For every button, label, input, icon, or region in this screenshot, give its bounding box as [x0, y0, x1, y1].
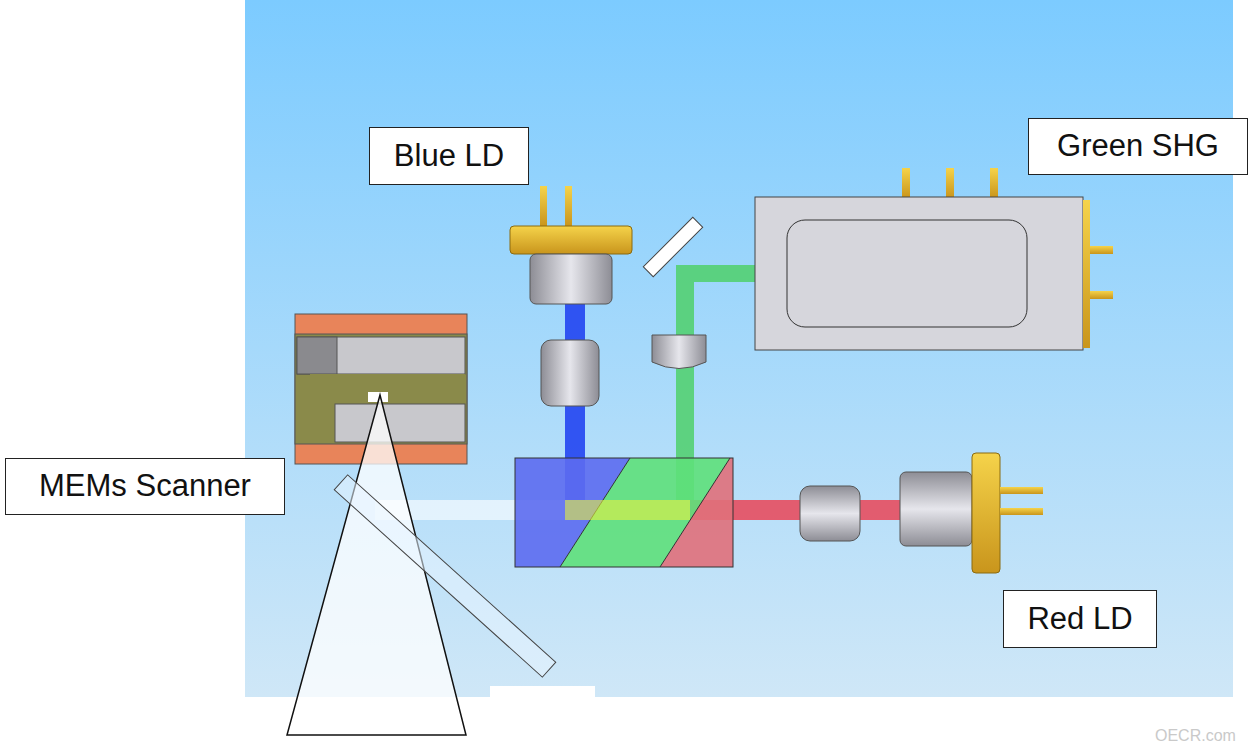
red-laser-diode: [900, 453, 1043, 573]
dichroic-prism: [515, 458, 733, 567]
part-name: Green SHG: [1057, 129, 1219, 163]
red-lens: [800, 486, 860, 541]
blue-lens: [541, 340, 599, 406]
blue-laser-diode: [510, 186, 632, 304]
part-name: MEMs Scanner: [39, 469, 251, 503]
label-box: Red LD: [1003, 590, 1157, 648]
green-shg-module: [755, 168, 1113, 350]
watermark: OECR.com: [1155, 727, 1236, 745]
window-plate: [334, 475, 555, 677]
part-name: Blue LD: [394, 139, 504, 173]
fold-mirror: [643, 217, 702, 276]
green-lens: [652, 335, 706, 369]
label-box: Blue LD: [369, 127, 529, 185]
label-box: Green SHG: [1028, 118, 1248, 175]
part-name: Red LD: [1027, 602, 1132, 636]
label-box: MEMs Scanner: [5, 458, 285, 515]
panel-notch: [490, 686, 595, 700]
